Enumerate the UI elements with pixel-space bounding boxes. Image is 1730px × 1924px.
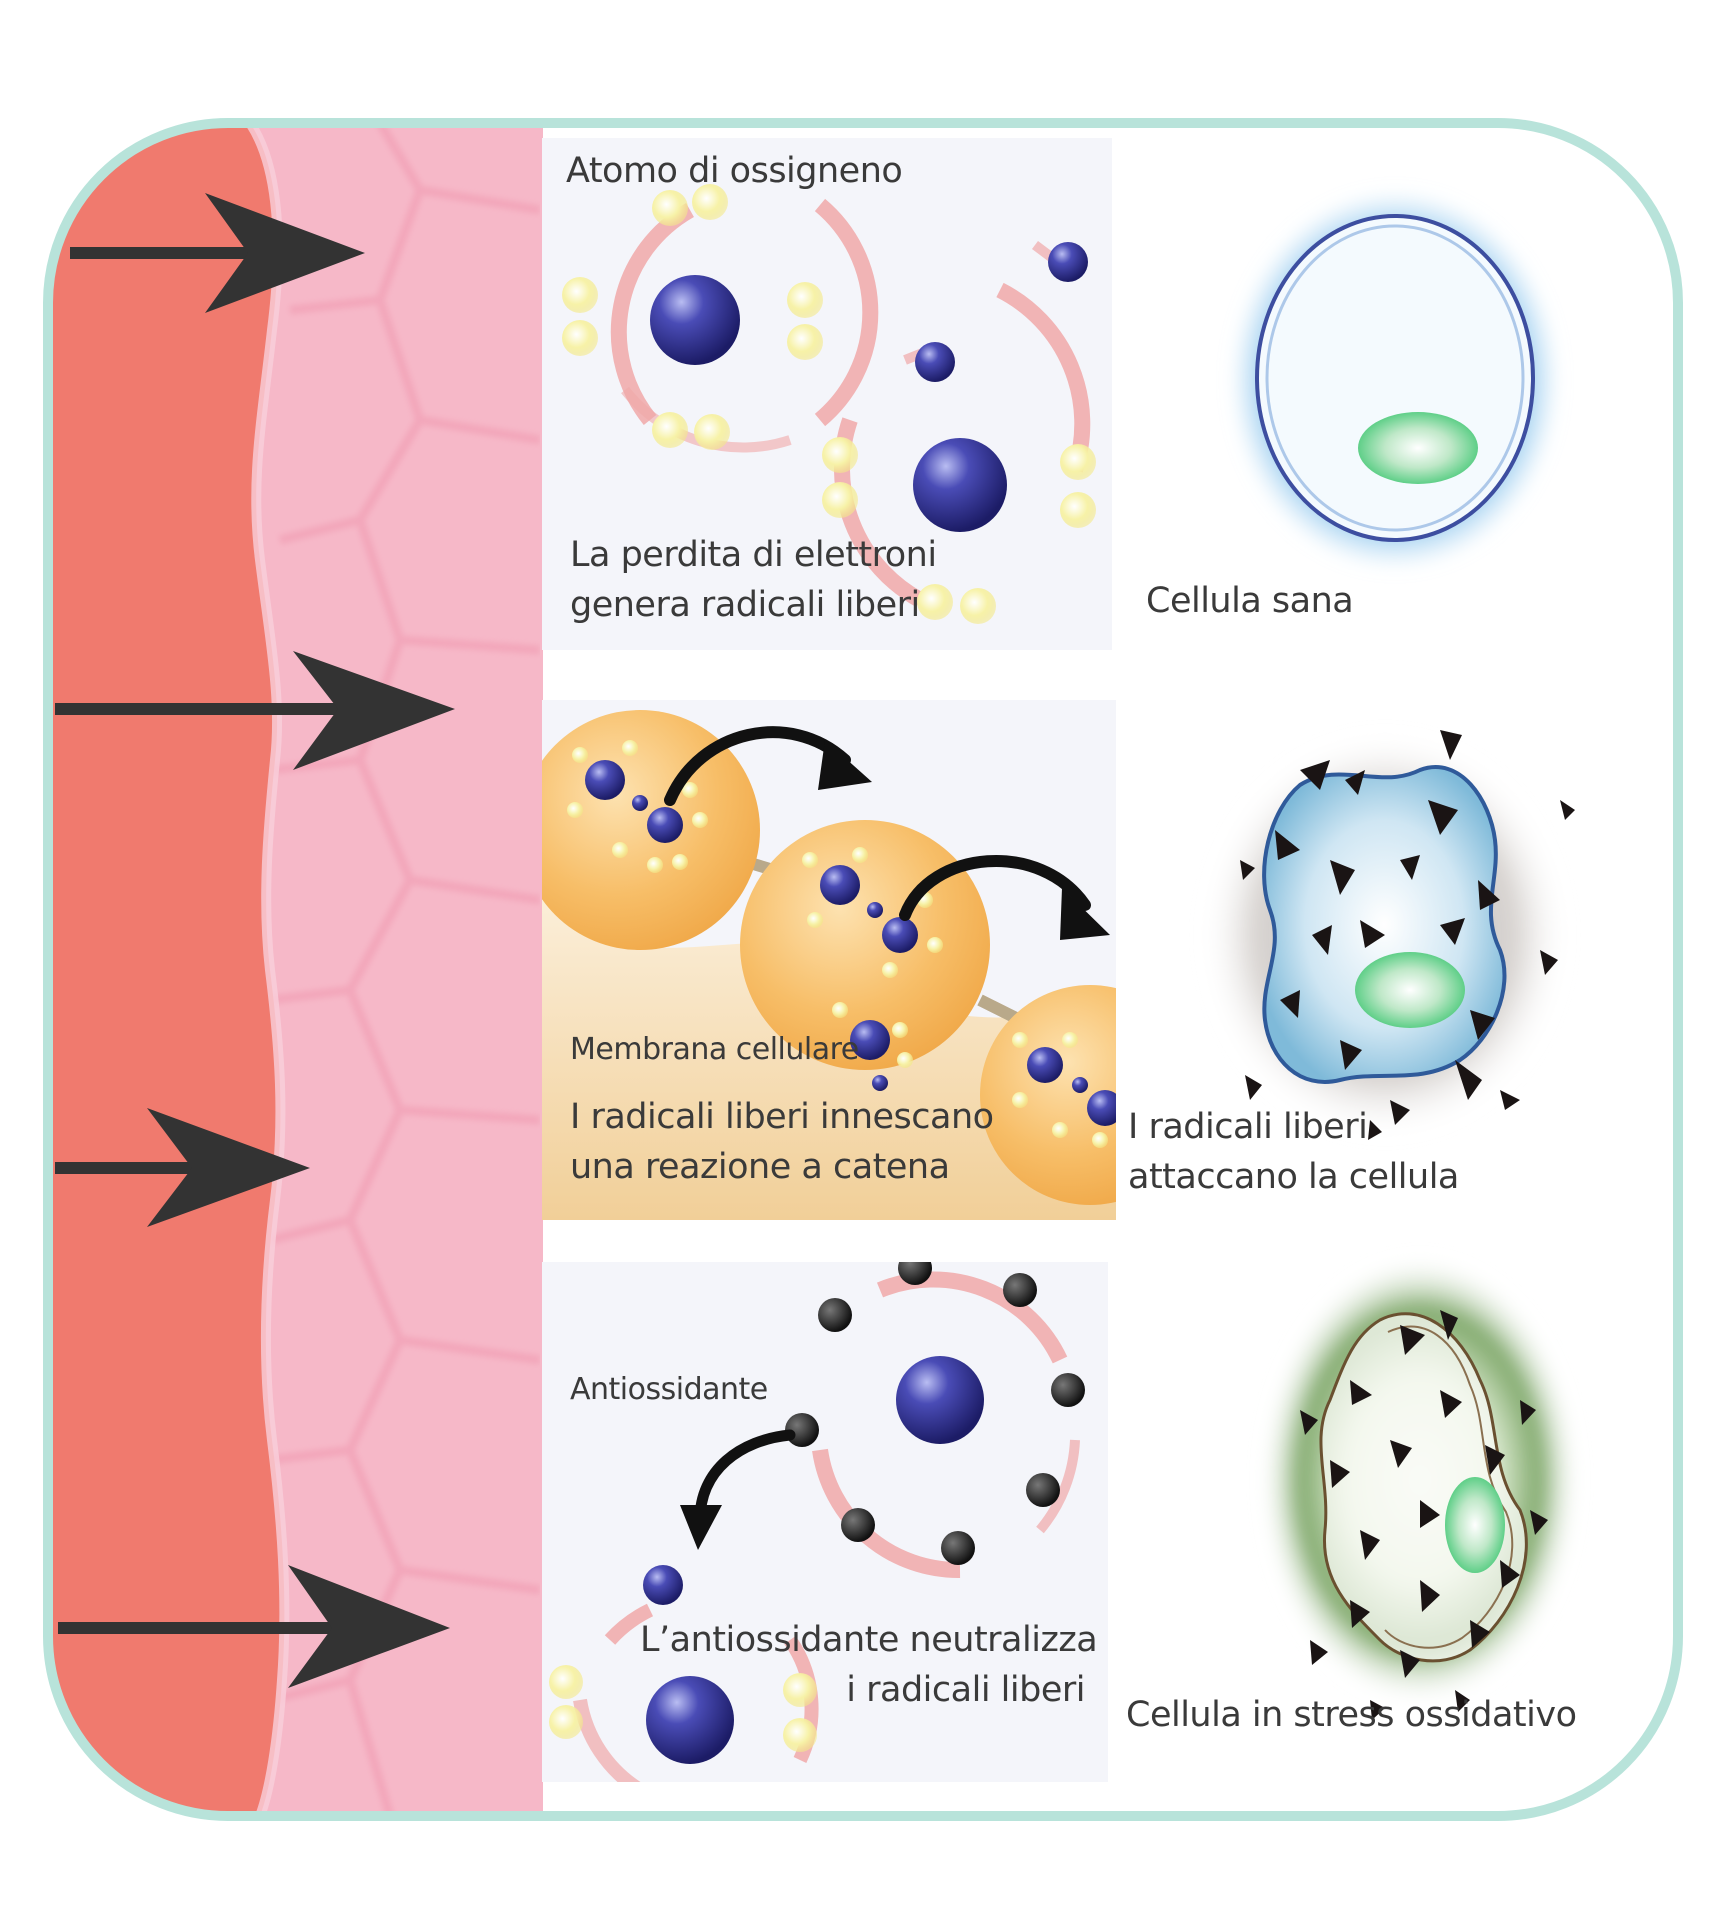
oxygen-atom-losing-electron bbox=[822, 241, 1096, 624]
free-electron bbox=[915, 342, 955, 382]
cell-attacked bbox=[1200, 730, 1575, 1140]
skin-cell-pattern bbox=[268, 123, 540, 1816]
chain-caption-line1: I radicali liberi innescano bbox=[570, 1097, 994, 1137]
arrow-1 bbox=[70, 193, 365, 313]
oxygen-caption-line1: La perdita di elettroni bbox=[570, 535, 937, 575]
radical-fragments bbox=[1240, 730, 1575, 1140]
oxygen-atom-title: Atomo di ossigneno bbox=[566, 151, 903, 191]
skin-edge-highlight bbox=[245, 123, 290, 1816]
neutralized-atom bbox=[549, 1565, 819, 1782]
oxygen-caption-line2: genera radicali liberi bbox=[570, 585, 920, 625]
cell-healthy bbox=[1230, 190, 1560, 570]
free-electron bbox=[1048, 242, 1088, 282]
panel-antioxidant bbox=[542, 1262, 1108, 1782]
radical-fragments bbox=[1300, 1310, 1548, 1720]
membrane-sphere-1 bbox=[542, 710, 760, 950]
skin-dark-layer bbox=[48, 123, 285, 1816]
cell-nucleus bbox=[1355, 952, 1465, 1028]
cell-stressed-label: Cellula in stress ossidativo bbox=[1126, 1695, 1577, 1735]
arrow-2 bbox=[55, 651, 455, 770]
cell-healthy-label: Cellula sana bbox=[1146, 581, 1354, 621]
frame-content bbox=[48, 123, 1580, 1816]
membrane-sphere-3 bbox=[980, 985, 1116, 1205]
rounded-frame bbox=[43, 118, 1683, 1821]
nucleus bbox=[913, 438, 1007, 532]
nucleus bbox=[646, 1676, 734, 1764]
arrow-4 bbox=[58, 1565, 450, 1688]
panel-oxygen bbox=[542, 138, 1112, 650]
cell-nucleus bbox=[1358, 412, 1478, 484]
cell-attacked-label-line1: I radicali liberi bbox=[1128, 1107, 1368, 1147]
antioxidant-caption-line2: i radicali liberi bbox=[846, 1670, 1085, 1710]
antioxidant-caption-line1: L’antiossidante neutralizza bbox=[640, 1620, 1098, 1660]
penetration-arrows bbox=[55, 193, 455, 1688]
antioxidant-atom bbox=[680, 1262, 1085, 1579]
antioxidant-title: Antiossidante bbox=[570, 1372, 768, 1407]
nucleus bbox=[896, 1356, 984, 1444]
arrow-3 bbox=[55, 1108, 310, 1227]
chain-caption-line2: una reazione a catena bbox=[570, 1147, 950, 1187]
cell-attacked-label-line2: attaccano la cellula bbox=[1128, 1157, 1459, 1197]
nucleus bbox=[650, 275, 740, 365]
cell-oxidative-stress bbox=[1260, 1255, 1580, 1720]
membrane-label: Membrana cellulare bbox=[570, 1032, 859, 1067]
donated-electron bbox=[643, 1565, 683, 1605]
cell-nucleus bbox=[1445, 1477, 1505, 1573]
chain-arrows bbox=[664, 726, 1091, 921]
oxygen-atom-top bbox=[562, 184, 879, 453]
panel-chain-reaction bbox=[542, 700, 1116, 1220]
